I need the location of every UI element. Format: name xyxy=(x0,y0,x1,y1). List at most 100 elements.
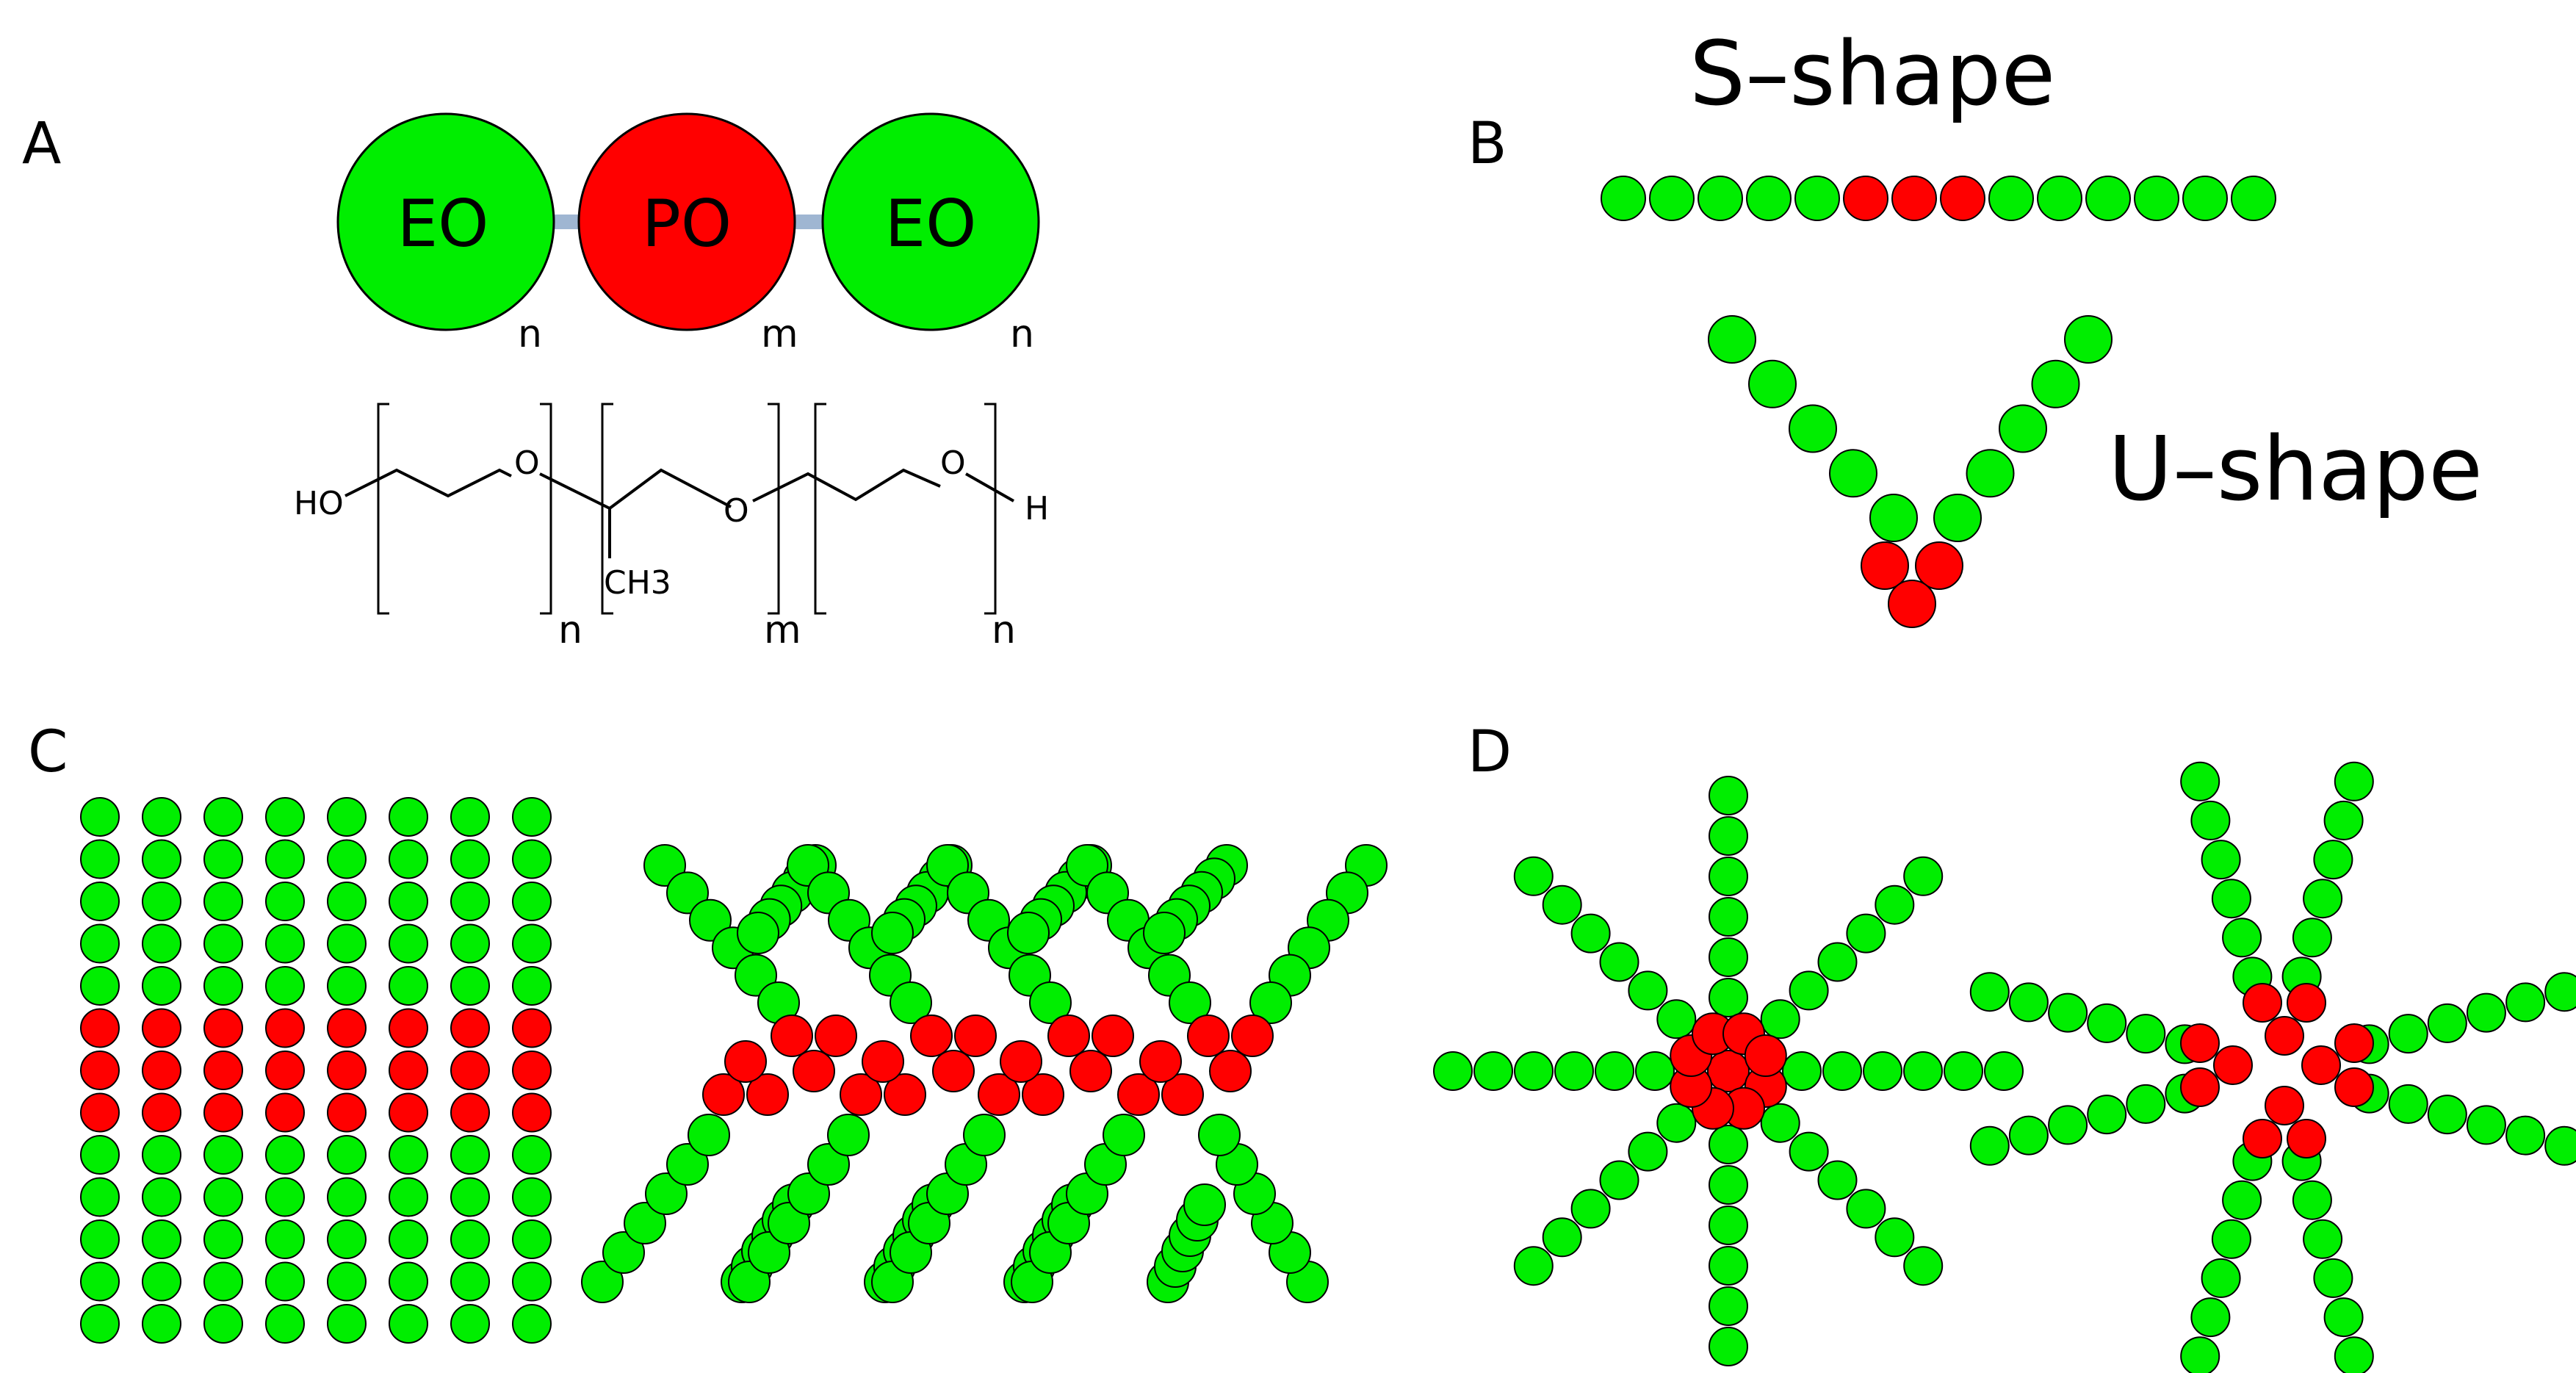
eo-bead xyxy=(1782,1051,1822,1091)
po-bead xyxy=(80,1008,120,1048)
po-bead xyxy=(2287,1119,2326,1158)
po-bead xyxy=(80,1051,120,1090)
eo-bead xyxy=(389,923,428,964)
eo-bead xyxy=(1988,176,2034,221)
po-bead xyxy=(2334,1023,2374,1063)
po-bead xyxy=(1744,1034,1787,1077)
eo-bead xyxy=(389,1177,428,1217)
eo-bead xyxy=(1709,1286,1748,1326)
eo-right-subscript: n xyxy=(1010,312,1034,356)
eo-bead xyxy=(203,882,243,921)
eo-bead xyxy=(1513,1246,1554,1286)
eo-bead xyxy=(1649,176,1695,221)
eo-bead xyxy=(80,839,120,879)
eo-bead xyxy=(827,1114,870,1156)
eo-bead xyxy=(1595,1051,1634,1091)
bracket-1-close xyxy=(540,403,552,615)
po-bead xyxy=(327,1008,367,1048)
eo-bead xyxy=(737,912,779,954)
formula-subscript-2: m xyxy=(764,608,801,652)
eo-bead xyxy=(142,1261,181,1302)
eo-bead xyxy=(2334,761,2374,801)
eo-bead xyxy=(203,1219,243,1259)
u-shape-label: U–shape xyxy=(2108,419,2483,521)
eo-bead xyxy=(2292,918,2332,958)
eo-bead xyxy=(1822,1051,1862,1091)
eo-bead xyxy=(1846,1189,1886,1229)
eo-bead xyxy=(265,1135,305,1175)
eo-bead xyxy=(1999,404,2047,453)
po-bead xyxy=(1092,1015,1134,1057)
eo-bead xyxy=(1554,1051,1594,1091)
eo-bead xyxy=(1542,1217,1582,1258)
eo-bead xyxy=(1103,1114,1145,1156)
eo-bead xyxy=(203,1135,243,1175)
po-bead xyxy=(932,1050,975,1092)
eo-bead xyxy=(512,1261,552,1302)
eo-bead xyxy=(871,912,914,954)
eo-bead xyxy=(1709,1125,1748,1164)
eo-bead xyxy=(389,1261,428,1302)
po-bead xyxy=(862,1040,904,1083)
eo-bead xyxy=(2427,1095,2467,1135)
eo-bead xyxy=(2190,800,2231,840)
eo-bead xyxy=(1628,970,1668,1011)
po-bead xyxy=(265,1051,305,1090)
po-bead xyxy=(450,1008,490,1048)
po-bead xyxy=(142,1051,181,1090)
eo-bead xyxy=(1829,449,1877,498)
eo-bead xyxy=(450,1135,490,1175)
po-bead xyxy=(2243,983,2282,1023)
eo-bead xyxy=(1709,776,1748,815)
eo-bead xyxy=(2323,1297,2364,1338)
eo-bead xyxy=(142,1135,181,1175)
hydrogen-end: H xyxy=(1025,490,1049,527)
eo-bead xyxy=(1708,315,1756,364)
eo-bead xyxy=(265,1177,305,1217)
po-bead xyxy=(1022,1073,1064,1116)
eo-oxygen-2: O xyxy=(940,444,966,482)
eo-bead xyxy=(1709,816,1748,856)
eo-bead xyxy=(512,797,552,837)
eo-bead xyxy=(2085,176,2131,221)
po-bead xyxy=(327,1051,367,1090)
po-bead xyxy=(2287,983,2326,1023)
po-bead xyxy=(1161,1073,1204,1116)
eo-bead xyxy=(2134,176,2179,221)
eo-bead xyxy=(1789,1131,1829,1172)
eo-bead xyxy=(265,1261,305,1302)
eo-bead xyxy=(450,797,490,837)
eo-bead xyxy=(2303,1219,2343,1259)
structural-formula: HO O CH3 O O H n m n xyxy=(294,403,1049,652)
eo-bead xyxy=(2048,992,2088,1033)
po-bead xyxy=(450,1051,490,1090)
eo-bead xyxy=(2388,1014,2428,1054)
eo-bead xyxy=(2180,1336,2220,1373)
eo-bead xyxy=(666,1143,709,1186)
po-bead xyxy=(793,1050,835,1092)
eo-bead xyxy=(80,1219,120,1259)
po-bead xyxy=(1891,176,1937,221)
eo-bead xyxy=(890,981,932,1024)
po-bead xyxy=(80,1092,120,1133)
po-bead xyxy=(840,1073,882,1116)
eo-bead xyxy=(1709,1206,1748,1245)
eo-bead xyxy=(2008,982,2049,1023)
eo-bead xyxy=(142,923,181,964)
eo-bead xyxy=(512,1304,552,1344)
eo-bead xyxy=(581,1261,624,1303)
eo-bead xyxy=(1863,1051,1902,1091)
eo-bead xyxy=(450,966,490,1006)
methyl-group: CH3 xyxy=(604,564,671,602)
eo-bead xyxy=(1249,981,1292,1024)
eo-oxygen-1: O xyxy=(514,444,540,482)
eo-bead xyxy=(389,1304,428,1344)
eo-bonds-2 xyxy=(752,468,941,502)
eo-bead xyxy=(1599,1160,1639,1200)
eo-bead xyxy=(203,839,243,879)
panel-a-label: A xyxy=(22,111,61,177)
eo-bead xyxy=(1570,913,1611,954)
eo-bead xyxy=(1143,912,1186,954)
eo-bead xyxy=(728,1261,771,1303)
eo-bead xyxy=(1029,981,1072,1024)
